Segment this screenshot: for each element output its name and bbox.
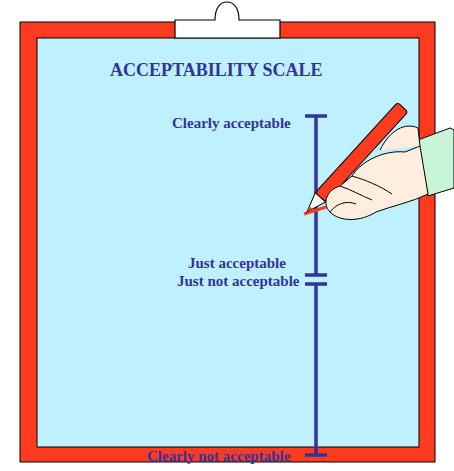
scale-title: ACCEPTABILITY SCALE: [110, 60, 323, 81]
hand: [326, 126, 454, 219]
clipboard-board: [20, 22, 435, 462]
scale-label: Just not acceptable: [177, 273, 300, 290]
clipboard-paper: [37, 38, 419, 447]
scale-label: Clearly not acceptable: [147, 448, 290, 465]
clipboard-clip: [175, 2, 280, 38]
scale-label: Just acceptable: [188, 255, 286, 272]
scale-label: Clearly acceptable: [172, 115, 291, 132]
scale-bars: [305, 116, 327, 455]
